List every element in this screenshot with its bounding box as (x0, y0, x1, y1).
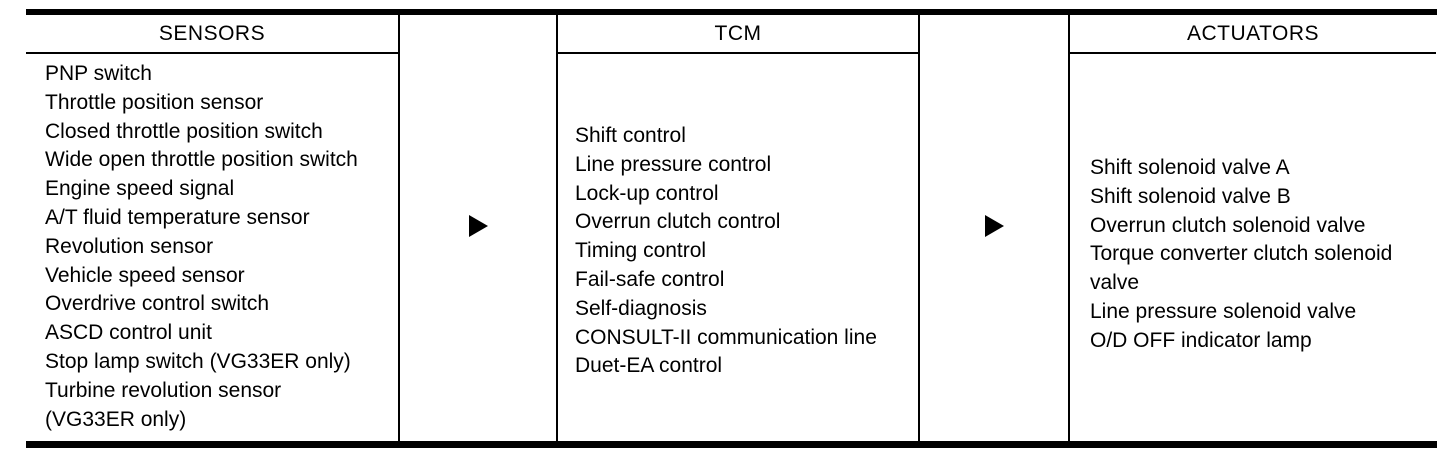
actuators-list: Shift solenoid valve A Shift solenoid val… (1070, 54, 1436, 441)
list-item: Self-diagnosis (575, 296, 707, 320)
sensors-header: SENSORS (26, 15, 398, 54)
list-item: Shift solenoid valve B (1090, 184, 1291, 208)
right-arrow-icon (984, 215, 1004, 237)
tcm-actuators-gap (920, 15, 1068, 441)
tcm-header: TCM (558, 15, 918, 54)
list-item: PNP switch (45, 62, 152, 85)
list-item: Fail-safe control (575, 267, 725, 291)
list-item: CONSULT-II communication line (575, 325, 877, 349)
list-item: Wide open throttle position switch (45, 148, 358, 172)
list-item: Overrun clutch solenoid valve (1090, 213, 1366, 237)
list-item: Overrun clutch control (575, 210, 781, 234)
actuators-header: ACTUATORS (1070, 15, 1436, 54)
list-item: Turbine revolution sensor (VG33ER only) (45, 378, 282, 431)
list-item: Line pressure solenoid valve (1090, 299, 1357, 323)
list-item: Stop lamp switch (VG33ER only) (45, 349, 351, 373)
list-item: Revolution sensor (45, 234, 214, 258)
list-item: O/D OFF indicator lamp (1090, 328, 1312, 352)
list-item: ASCD control unit (45, 321, 212, 345)
list-item: Throttle position sensor (45, 90, 264, 114)
list-item: Timing control (575, 239, 707, 263)
list-item: Lock-up control (575, 181, 719, 205)
list-item: Engine speed signal (45, 177, 235, 201)
list-item: Line pressure control (575, 152, 772, 176)
list-item: Closed throttle position switch (45, 119, 323, 143)
list-item: Overdrive control switch (45, 292, 270, 316)
sensors-tcm-gap (400, 15, 556, 441)
list-item: Vehicle speed sensor (45, 263, 245, 287)
list-item: Shift control (575, 124, 686, 147)
list-item: Torque converter clutch solenoid valve (1090, 242, 1393, 295)
right-arrow-icon (468, 215, 488, 237)
list-item: Shift solenoid valve A (1090, 156, 1290, 179)
list-item: A/T fluid temperature sensor (45, 205, 310, 229)
list-item: Duet-EA control (575, 354, 723, 378)
